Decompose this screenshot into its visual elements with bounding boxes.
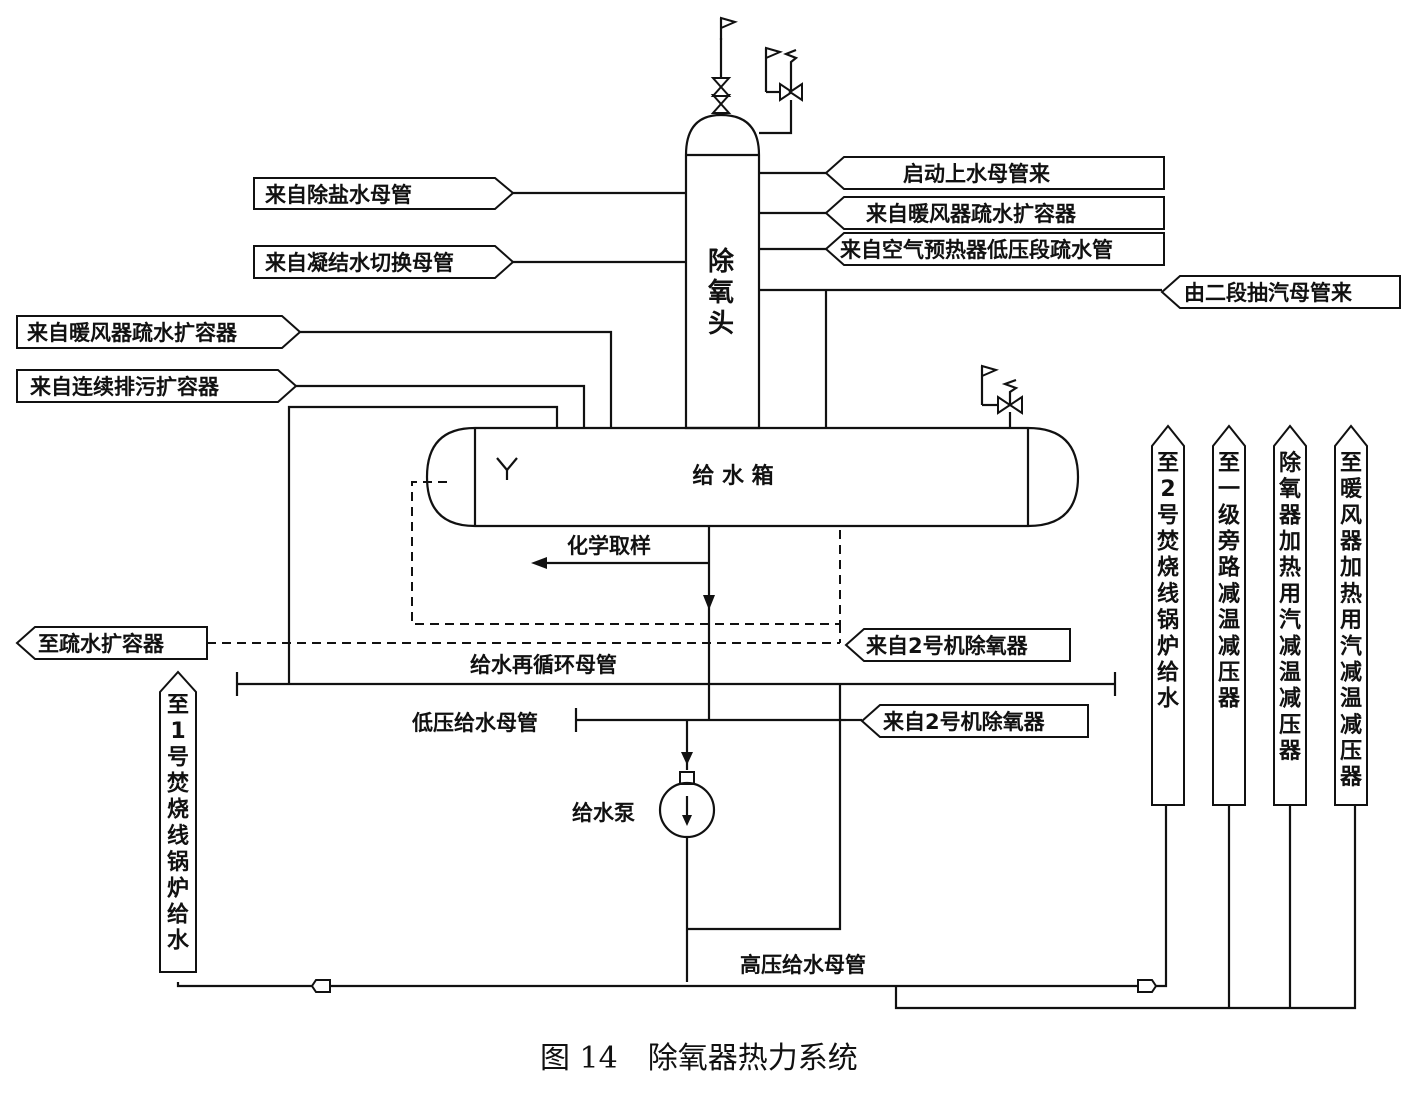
- safety-valve-tank: [980, 364, 1023, 428]
- deaerator-head: 除氧头: [684, 113, 761, 430]
- from-unit2-label-b: 来自2号机除氧器: [883, 710, 1046, 734]
- to-drain-flash-label: 至疏水扩容器: [38, 632, 165, 656]
- right-inlet-tag-4: 由二段抽汽母管来: [1160, 275, 1401, 309]
- hp-header: 高压给水母管: [176, 805, 1357, 1010]
- left-inlet-label-1: 来自除盐水母管: [265, 183, 412, 207]
- from-unit2-tag-a: 来自2号机除氧器: [844, 628, 1071, 662]
- left-inlet-label-4: 来自连续排污扩容器: [30, 375, 220, 399]
- vertical-tag-right-2: 至一级旁路减温减压器: [1212, 424, 1246, 806]
- feed-tank-label: 给 水 箱: [692, 463, 773, 489]
- safety-valve-head: [759, 46, 803, 135]
- lp-header: 低压给水母管: [411, 708, 846, 735]
- feed-water-tank: 给 水 箱: [425, 426, 1080, 528]
- figure-caption: 图 14 除氧器热力系统: [540, 1041, 858, 1076]
- left-inlet-tag-2: 来自凝结水切换母管: [253, 245, 515, 279]
- vertical-tag-right-3: 除氧器加热用汽减温减压器: [1273, 424, 1307, 806]
- from-unit2-label-a: 来自2号机除氧器: [866, 634, 1029, 658]
- left-inlet-tag-4: 来自连续排污扩容器: [16, 369, 298, 403]
- recirc-header-label: 给水再循环母管: [470, 653, 617, 677]
- vertical-right-label-2: 至一级旁路减温减压器: [1217, 451, 1241, 712]
- right-inlet-label-2: 来自暖风器疏水扩容器: [866, 202, 1077, 226]
- left-inlet-label-2: 来自凝结水切换母管: [265, 251, 454, 275]
- from-unit2-tag-b: 来自2号机除氧器: [860, 704, 1089, 738]
- recirc-header: 给水再循环母管: [235, 653, 1117, 696]
- right-inlet-tag-3: 来自空气预热器低压段疏水管: [824, 232, 1165, 266]
- left-inlet-label-3: 来自暖风器疏水扩容器: [27, 321, 238, 345]
- left-inlet-tag-3: 来自暖风器疏水扩容器: [16, 315, 302, 349]
- deaerator-head-label: 除氧头: [707, 246, 735, 339]
- right-inlet-tag-1: 启动上水母管来: [824, 156, 1165, 190]
- right-inlet-tag-2: 来自暖风器疏水扩容器: [824, 196, 1165, 230]
- pump-label: 给水泵: [572, 801, 635, 825]
- right-inlet-label-3: 来自空气预热器低压段疏水管: [840, 238, 1113, 262]
- hp-header-label: 高压给水母管: [740, 953, 866, 977]
- feed-pump: 给水泵: [572, 720, 716, 982]
- vertical-tag-right-4: 至暖风器加热用汽减温减压器: [1334, 424, 1368, 806]
- vertical-right-label-3: 除氧器加热用汽减温减压器: [1278, 450, 1302, 764]
- chem-sampling-label: 化学取样: [567, 534, 651, 558]
- right-inlet-label-4: 由二段抽汽母管来: [1184, 281, 1353, 305]
- vertical-right-label-4: 至暖风器加热用汽减温减压器: [1339, 451, 1363, 790]
- vent-valve: [710, 16, 738, 115]
- to-drain-flash-tag: 至疏水扩容器: [15, 626, 208, 660]
- lp-header-label: 低压给水母管: [411, 711, 538, 735]
- left-inlet-tag-1: 来自除盐水母管: [253, 177, 515, 210]
- right-inlet-label-1: 启动上水母管来: [903, 162, 1051, 186]
